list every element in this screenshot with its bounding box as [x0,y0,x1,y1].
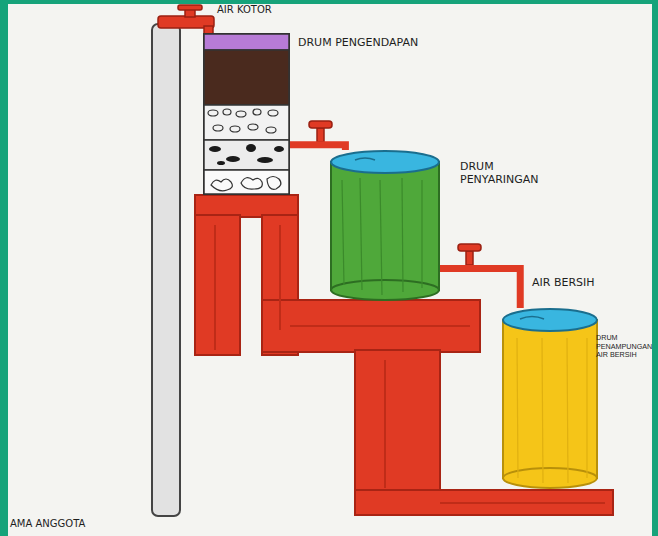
drawing-part [542,338,543,483]
drawing-part [517,338,518,478]
drawing-part [241,178,262,190]
drawing-part [217,161,225,165]
drawing-part [355,490,613,515]
drawing-part [214,225,216,350]
note-label: AIR KOTOR [217,4,272,16]
drawing-part [195,195,298,217]
drawing-part [204,170,289,194]
drawing-part [402,178,403,292]
drawing-part [268,110,278,116]
drawing-part [331,151,439,173]
drawing-part [248,124,258,130]
frame [0,0,658,4]
drawing-part [517,338,587,483]
drawing-part [567,338,568,483]
drawing-part [440,502,605,504]
drawing-part [503,468,597,488]
drawing-part [211,177,281,191]
drawing-part [274,146,284,152]
drum-label: DRUM PENGENDAPAN [298,36,448,49]
drawing-part [262,300,480,352]
drawing-part [266,127,276,133]
drawing-part [421,180,422,288]
drum-label: DRUM PENYARINGAN [460,160,560,186]
drawing-part [279,225,281,330]
drawing-part [267,177,281,190]
drawing-part [317,128,324,142]
drawing-part [360,178,362,290]
frame [0,0,8,536]
filter-drum: DRUM PENYARINGAN [330,150,440,302]
drawing-part [226,156,240,162]
drawing-part [204,50,289,105]
drawing-part [309,121,332,128]
drawing-part [503,309,597,331]
drawing-part [355,158,375,160]
drawing-part [257,157,273,163]
drawing-part [204,140,289,170]
drawing-part [253,109,261,115]
drawing-part [290,325,470,327]
drum-shape [502,308,598,490]
drawing-part [223,109,231,115]
storage-drum: DRUM PENAMPUNGAN AIR BERSIH [502,308,598,490]
settling-drum: DRUM PENGENDAPAN [203,33,290,195]
drawing-part [213,125,223,131]
drawing-part [204,34,289,194]
flow-label: AIR BERSIH [530,276,597,289]
note-label: AMA ANGGOTA [10,518,85,530]
drawing-part [342,178,422,295]
drawing-part [204,34,289,50]
drawing-part [331,162,439,290]
drawing-part [380,180,382,295]
drum-label: DRUM PENAMPUNGAN AIR BERSIH [596,334,654,360]
drawing-part [211,179,232,191]
drawing-part [342,180,344,285]
drawing-part [208,109,278,133]
drawing-part [195,215,240,355]
drawing-part [503,320,597,478]
drawing-part [209,144,284,165]
drawing-part [466,251,473,265]
drawing-part [209,146,221,152]
drawing-part [236,111,246,117]
drawing-part [384,360,386,488]
inlet-pipe [152,24,180,516]
drawing-part [458,244,481,251]
frame [652,0,658,536]
drawing-part [331,280,439,300]
drum-shape [203,33,290,195]
tap-handle [178,5,202,10]
drawing-part [586,338,587,478]
drawing-part [204,105,289,140]
tap-pipe [440,265,524,308]
tap-pipe [290,141,349,150]
drawing-part [230,126,240,132]
drawing-part [246,144,256,152]
drum-shape [330,150,440,302]
drawing-part [208,110,218,116]
drawing-part [520,317,544,320]
